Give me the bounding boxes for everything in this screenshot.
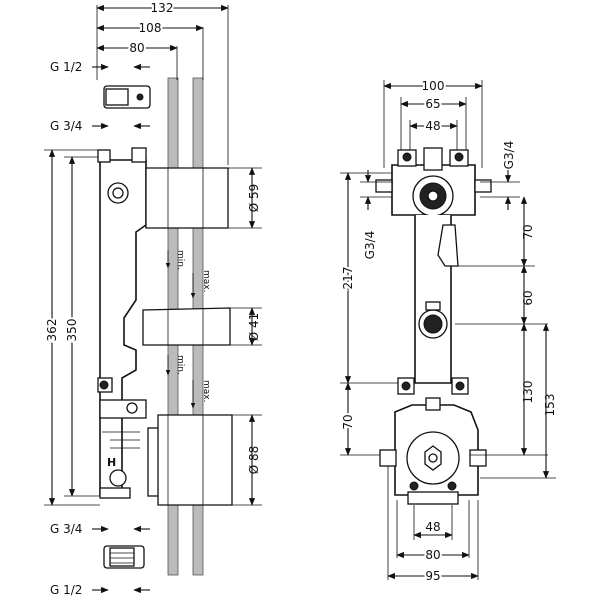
dim-132-label: 132 xyxy=(151,1,174,15)
dim-48-bottom-label: 48 xyxy=(425,520,440,534)
dim-95-label: 95 xyxy=(425,569,440,583)
thread-g34-top-label: G 3/4 xyxy=(50,119,82,133)
dim-130-label: 130 xyxy=(521,381,535,404)
front-view: 100 65 48 xyxy=(339,77,557,585)
svg-text:H: H xyxy=(107,456,116,469)
dim-362-label: 362 xyxy=(45,319,59,342)
dim-80-bottom-label: 80 xyxy=(425,548,440,562)
lower-housing xyxy=(147,414,233,506)
dim-80-top-label: 80 xyxy=(129,41,144,55)
side-view: 132 108 80 G 1/2 G 3/4 362 xyxy=(43,0,262,597)
dim-60-label: 60 xyxy=(521,290,535,305)
dim-88-label: Ø 88 xyxy=(247,446,261,475)
dim-59-label: Ø 59 xyxy=(247,184,261,213)
top-plug-part xyxy=(103,85,151,109)
thread-g34-right-label: G3/4 xyxy=(502,141,516,170)
thread-g34-bottom-label: G 3/4 xyxy=(50,522,82,536)
dim-60: 60 xyxy=(520,265,535,325)
dim-350-label: 350 xyxy=(65,319,79,342)
dim-130: 130 xyxy=(520,323,535,456)
dim-217-label: 217 xyxy=(341,267,355,290)
max-label-lower: max. xyxy=(201,380,211,402)
dim-41-label: Ø 41 xyxy=(247,313,261,342)
dim-70-right-label: 70 xyxy=(521,224,535,239)
thread-g12-bottom-label: G 1/2 xyxy=(50,583,82,597)
dim-153-label: 153 xyxy=(543,394,557,417)
dim-88: Ø 88 xyxy=(247,414,261,506)
dim-80-top: 80 xyxy=(96,39,178,57)
dim-70-right: 70 xyxy=(520,196,535,267)
dim-48-top: 48 xyxy=(409,117,458,135)
dim-59: Ø 59 xyxy=(247,167,261,229)
dim-108: 108 xyxy=(96,19,204,37)
dim-132: 132 xyxy=(96,0,229,17)
dim-362: 362 xyxy=(43,149,61,506)
dim-108-label: 108 xyxy=(139,21,162,35)
dim-70-left-label: 70 xyxy=(341,414,355,429)
bottom-plug-part xyxy=(103,545,145,569)
dim-48-bottom: 48 xyxy=(413,520,453,539)
dim-100: 100 xyxy=(383,77,483,95)
min-label-upper: min. xyxy=(175,250,185,270)
dim-95: 95 xyxy=(387,567,479,585)
min-label-lower: min. xyxy=(175,355,185,375)
valve-body-side: H xyxy=(97,147,147,499)
upper-housing xyxy=(145,167,229,229)
dim-48-top-label: 48 xyxy=(425,119,440,133)
dim-153: 153 xyxy=(542,323,557,479)
thread-g12-top-label: G 1/2 xyxy=(50,60,82,74)
valve-body-front xyxy=(375,147,492,505)
dim-100-label: 100 xyxy=(422,79,445,93)
middle-tube xyxy=(142,307,231,346)
dim-80-bottom: 80 xyxy=(396,546,470,564)
dim-350: 350 xyxy=(63,156,81,497)
dim-70-left: 70 xyxy=(339,382,357,456)
thread-g34-left-label: G3/4 xyxy=(363,231,377,260)
dim-217: 217 xyxy=(339,172,357,384)
dim-41: Ø 41 xyxy=(247,307,261,346)
dim-65-label: 65 xyxy=(425,97,440,111)
max-label-upper: max. xyxy=(201,270,211,292)
dim-65: 65 xyxy=(400,95,467,113)
